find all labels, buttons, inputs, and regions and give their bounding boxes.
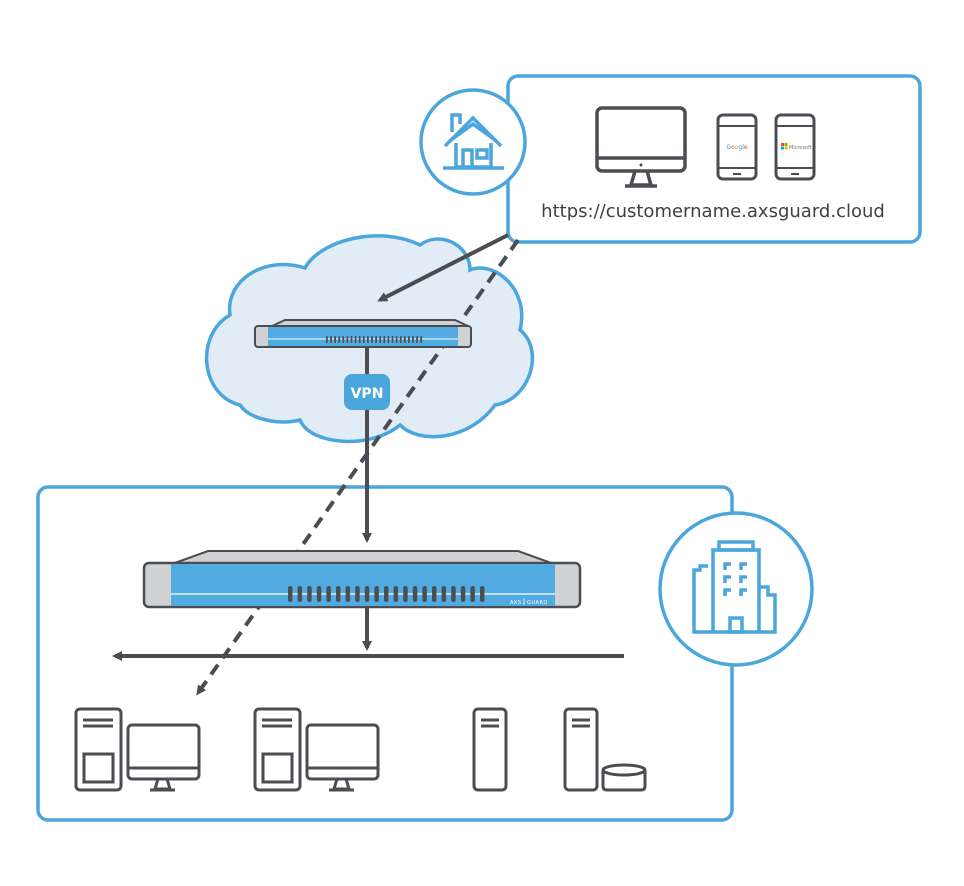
vent-slot [460, 586, 466, 602]
vent-slot [393, 586, 399, 602]
vent-slot [316, 586, 322, 602]
pc-tower-icon [74, 707, 123, 792]
vent-slot [383, 336, 386, 343]
cloud-appliance-icon [254, 319, 472, 348]
vent-slot [470, 586, 475, 602]
monitor-power-dot [639, 163, 643, 167]
vent-slot [379, 336, 382, 343]
vent-slot [384, 586, 389, 602]
vent-slot [326, 336, 328, 343]
vent-slot [362, 336, 365, 343]
vent-slot [345, 586, 351, 602]
vent-slot [330, 336, 332, 343]
phone-google-icon: Google [716, 113, 758, 181]
vent-slot [354, 336, 357, 343]
house-icon [419, 88, 527, 196]
vent-slot [350, 336, 353, 343]
vent-slot [403, 336, 406, 343]
vent-slot [399, 336, 402, 343]
vent-slot [412, 336, 414, 343]
phone-microsoft-icon: Microsoft [774, 113, 816, 181]
vent-slot [480, 586, 485, 602]
vent-slot [355, 586, 360, 602]
vent-slot [346, 336, 349, 343]
brand-axs: AXS [510, 600, 522, 606]
vent-slot [416, 336, 418, 343]
office-appliance-icon: AXS GUARD [142, 550, 582, 609]
vent-slot [342, 336, 345, 343]
vent-slot [391, 336, 394, 343]
vent-slot [307, 586, 312, 602]
workstation-1 [74, 707, 201, 792]
vent-slot [432, 586, 437, 602]
vent-slot [420, 336, 423, 343]
vpn-badge: VPN [344, 374, 390, 410]
brand-guard: GUARD [527, 600, 548, 606]
vent-slot [387, 336, 390, 343]
server-icon [563, 707, 599, 792]
server-1 [472, 707, 508, 792]
vent-slot [288, 586, 293, 602]
desktop-monitor-icon [595, 106, 687, 188]
monitor-icon [126, 723, 201, 781]
vent-slot [371, 336, 373, 343]
office-network-box [36, 485, 734, 822]
vent-slot [422, 586, 427, 602]
vent-slot [451, 586, 456, 602]
vent-slot [334, 336, 336, 343]
pc-tower-icon [253, 707, 302, 792]
vent-slot [374, 586, 379, 602]
vent-slot [358, 336, 361, 343]
remote-to-cloud-arrow [377, 233, 509, 302]
svg-text:Microsoft: Microsoft [789, 145, 812, 151]
workstation-2 [253, 707, 380, 792]
vent-slot [336, 586, 341, 602]
vent-slot [441, 586, 447, 602]
office-building-icon [658, 511, 814, 667]
vent-slot [375, 336, 377, 343]
server-storage [563, 707, 647, 792]
storage-disk-icon [601, 763, 647, 792]
google-logo: Google [726, 144, 747, 151]
vent-slot [403, 586, 408, 602]
vent-slot [338, 336, 341, 343]
vent-slot [408, 336, 410, 343]
cloud-url[interactable]: https://customername.axsguard.cloud [541, 201, 885, 222]
vent-slot [367, 336, 369, 343]
vent-slot [326, 586, 331, 602]
vpn-label: VPN [351, 386, 384, 402]
vent-slot [412, 586, 418, 602]
vent-slot [297, 586, 303, 602]
monitor-icon [305, 723, 380, 781]
microsoft-logo: Microsoft [781, 143, 812, 151]
vent-slot [364, 586, 370, 602]
server-icon [472, 707, 508, 792]
vent-slot [395, 336, 398, 343]
direct-access-dashed-arrow [196, 238, 520, 696]
